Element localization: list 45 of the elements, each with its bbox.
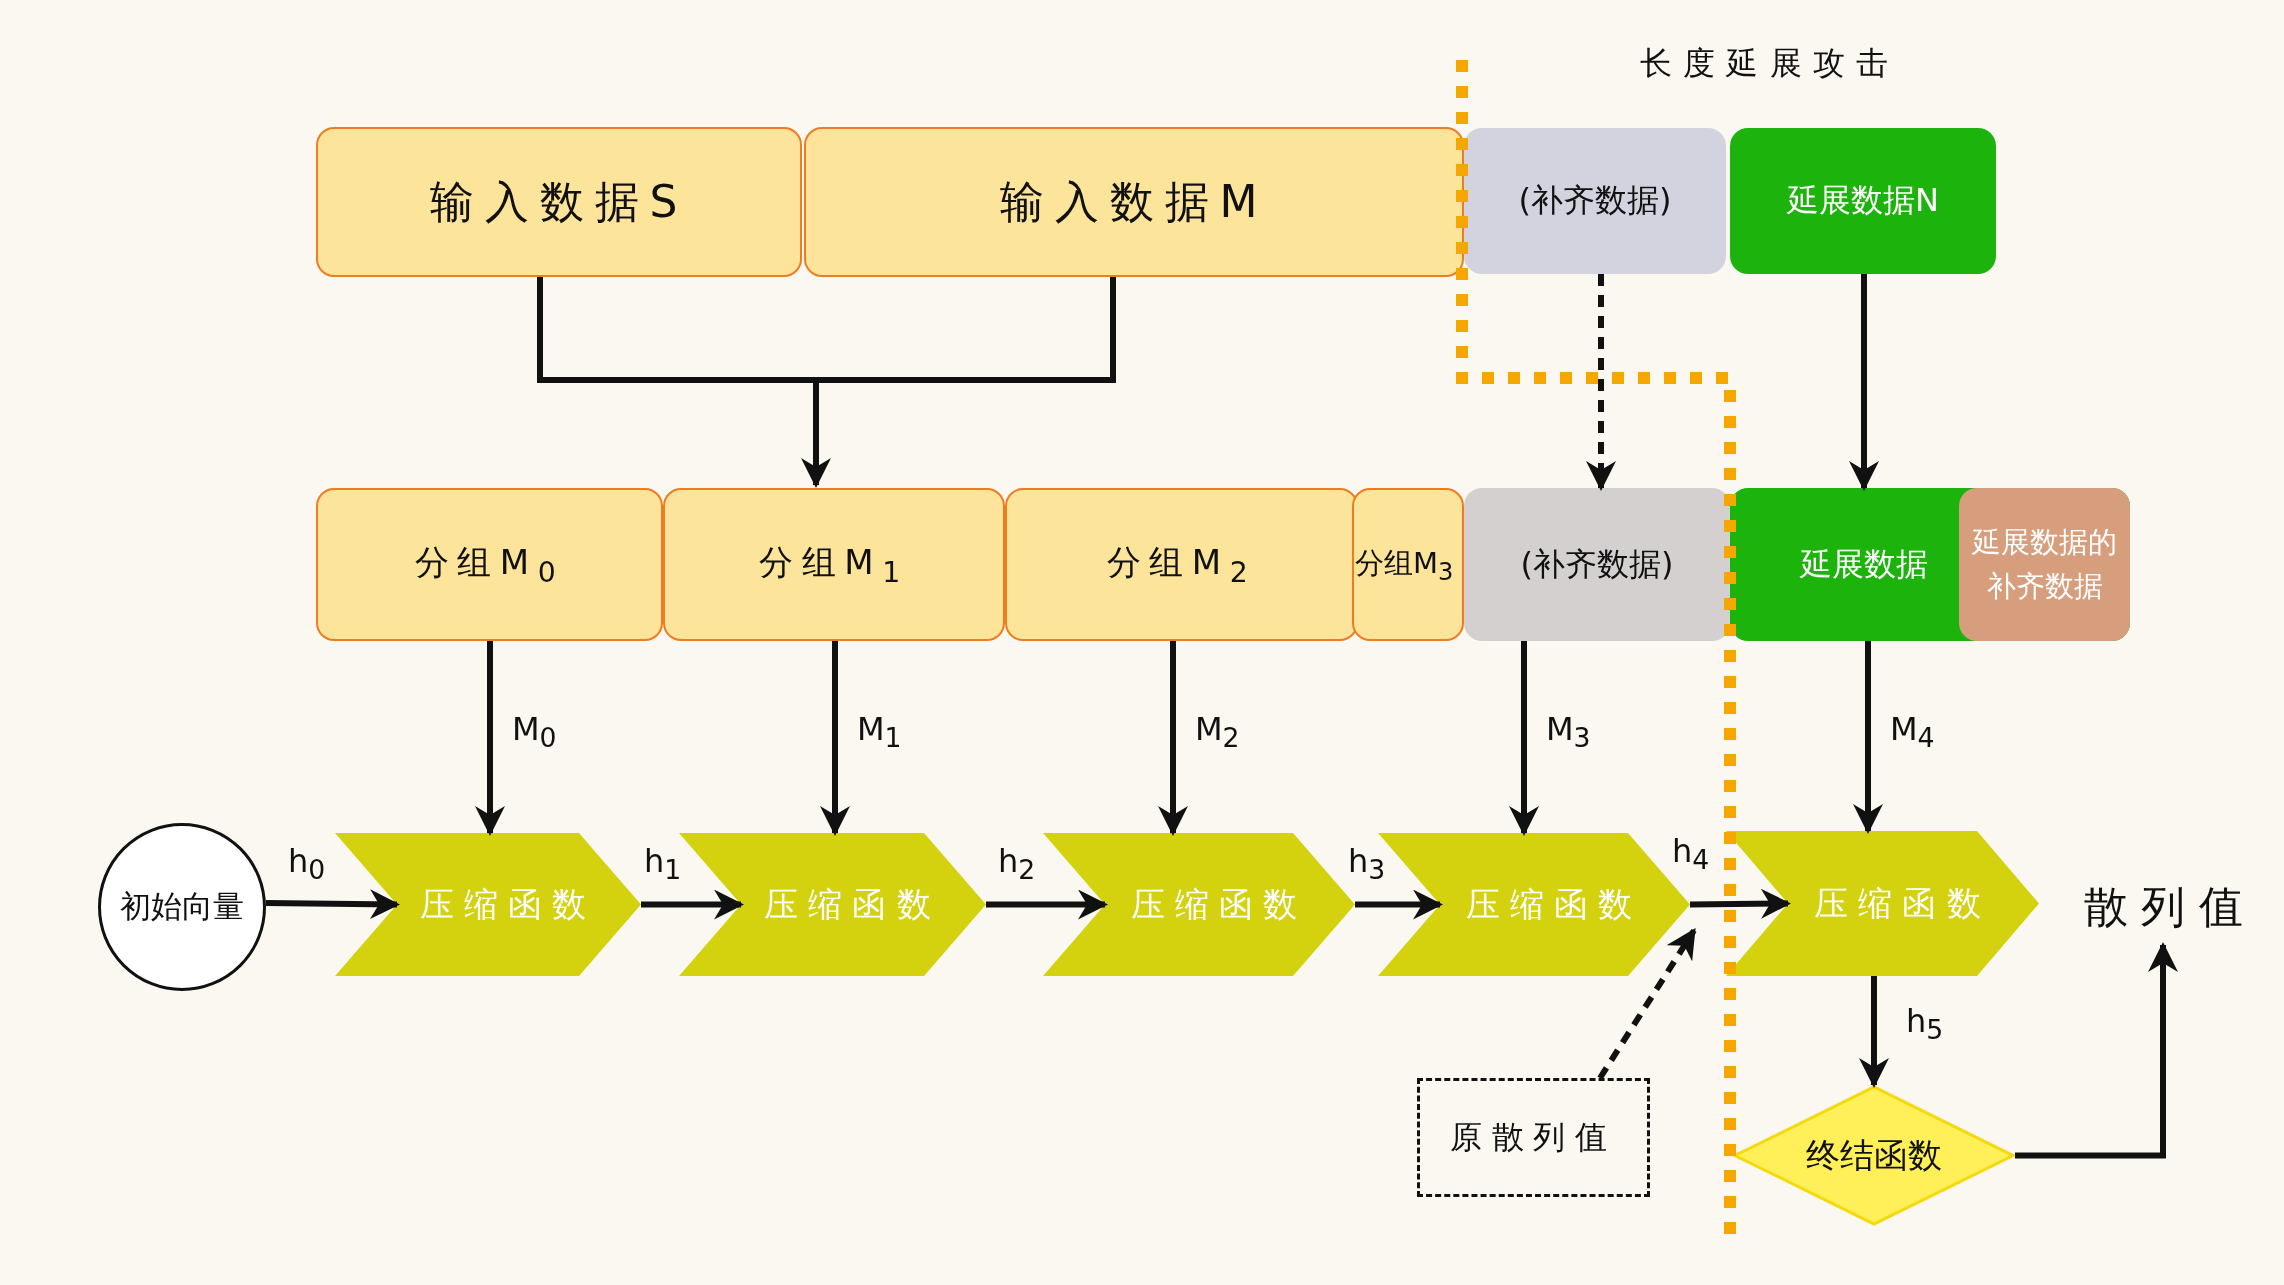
padding-box: 延展数据的补齐数据 xyxy=(1959,488,2130,641)
arrow xyxy=(2015,942,2178,1159)
dotted-arrow xyxy=(1586,274,1616,491)
padding-box: (补齐数据) xyxy=(1464,128,1726,274)
arrow xyxy=(641,889,744,920)
arrow xyxy=(986,889,1108,920)
arrow xyxy=(1849,274,1879,491)
dashed-box: 原散列值 xyxy=(1417,1078,1650,1197)
arrow xyxy=(820,641,850,836)
arrow xyxy=(1853,641,1883,834)
arrow xyxy=(1859,976,1889,1088)
edge-label: h$_{4}$ xyxy=(1672,832,1710,876)
edge-label: M$_{0}$ xyxy=(512,710,557,754)
data-box: 输入数据S xyxy=(316,127,802,277)
arrow xyxy=(1158,641,1188,836)
block-box: 分组M$_{0}$ xyxy=(316,488,663,641)
region-title: 长度延展攻击 xyxy=(1640,43,1900,84)
merge-arrow xyxy=(537,274,1116,488)
edge-label: M$_{4}$ xyxy=(1890,710,1935,754)
padding-box: (补齐数据) xyxy=(1464,488,1730,641)
arrow xyxy=(1689,888,1791,919)
extension-bar xyxy=(1730,488,2130,641)
edge-label: M$_{2}$ xyxy=(1195,710,1240,754)
dotted-arrow xyxy=(1597,927,1697,1080)
decision-diamond: 终结函数 xyxy=(1733,1085,2015,1226)
block-box: 分组M$_{3}$ xyxy=(1352,488,1464,641)
edge-label: h$_{5}$ xyxy=(1906,1002,1944,1046)
edge-label: h$_{2}$ xyxy=(998,842,1036,886)
block-box: 分组M$_{1}$ xyxy=(663,488,1005,641)
edge-label: h$_{1}$ xyxy=(644,842,682,886)
extension-box: 延展数据N xyxy=(1730,128,1996,274)
edge-label: M$_{1}$ xyxy=(857,710,902,754)
edge-label: M$_{3}$ xyxy=(1546,710,1591,754)
arrow xyxy=(1509,641,1539,836)
arrow xyxy=(475,641,505,836)
bar-label: 延展数据 xyxy=(1800,543,1928,585)
arrow xyxy=(265,889,400,920)
result-text: 散列值 xyxy=(2070,870,2270,945)
arrow xyxy=(1355,889,1443,920)
function-block: 压缩函数 xyxy=(335,833,641,976)
start-circle: 初始向量 xyxy=(98,823,266,991)
edge-label: h$_{0}$ xyxy=(288,842,326,886)
data-box: 输入数据M xyxy=(804,127,1464,277)
function-block: 压缩函数 xyxy=(679,833,986,976)
function-block: 压缩函数 xyxy=(1726,831,2039,976)
